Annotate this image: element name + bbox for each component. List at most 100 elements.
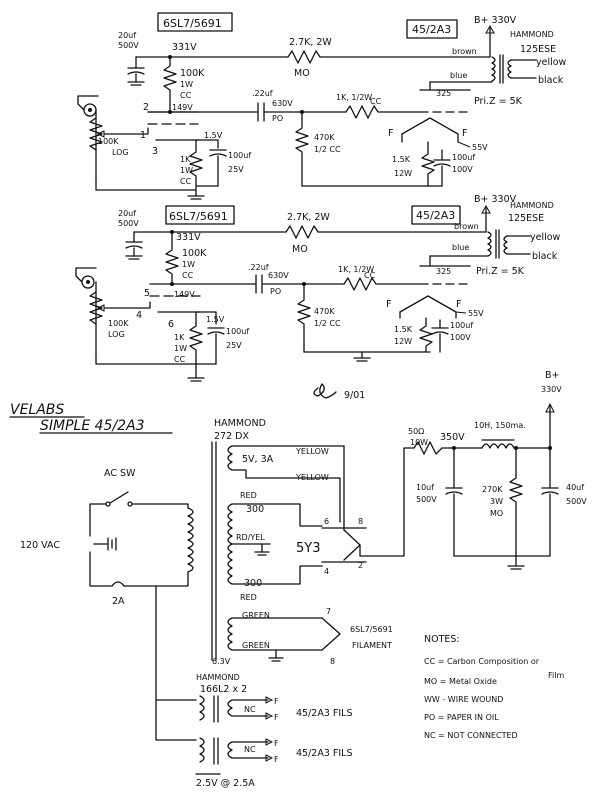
stage1-cathode-capacitor	[209, 149, 227, 187]
power-63v-winding	[227, 617, 233, 651]
stage2-load-r-type: CC	[182, 271, 194, 280]
fil-xfmr2	[199, 737, 233, 765]
stage1-filament	[401, 117, 459, 143]
stage1-grid-stop: 1K, 1/2W	[336, 93, 372, 102]
fil-xfmr-make: HAMMOND	[196, 673, 240, 682]
notes: NOTES: CC = Carbon Composition or Film M…	[424, 634, 564, 740]
stage2-drop-resistor	[285, 225, 319, 239]
stage1-bias-c-v: 100V	[452, 165, 473, 174]
stage2-bias-r: 1.5K	[394, 325, 413, 334]
power-bplus-v: 330V	[541, 385, 562, 394]
stage1-load-r: 100K	[180, 68, 205, 79]
stage2-pot-type: LOG	[108, 330, 125, 339]
note-ww: WW - WIRE WOUND	[424, 695, 503, 704]
stage1-grid-stop-resistor	[345, 105, 421, 119]
stage2-drop-resistor-label: 2.7K, 2W	[287, 212, 330, 223]
stage1-cathode-c: 100uf	[228, 151, 251, 160]
stage1-plate-supply-voltage: 331V	[172, 42, 197, 53]
fil-pin7: 7	[326, 607, 331, 616]
stage1-load-r-w: 1W	[180, 80, 193, 89]
stage2-cathode-r-w: 1W	[174, 344, 187, 353]
stage1-fil-f2: F	[462, 128, 467, 139]
stage2-grid-stop-type: CC	[364, 271, 376, 280]
power-series-r: 50Ω	[408, 427, 424, 436]
stage1-bias-resistor	[421, 141, 435, 187]
stage1-grid-leak-resistor	[295, 111, 309, 187]
stage2-volume-pot	[89, 291, 103, 325]
stage1-drop-resistor-type: MO	[294, 68, 310, 79]
power-v-350: 350V	[440, 432, 465, 443]
stage2-xfmr-make: HAMMOND	[510, 201, 554, 210]
stage2-pot: 100K	[108, 319, 129, 328]
stage1-fil-f1: F	[388, 128, 393, 139]
stage1-grid-stop-type: CC	[370, 97, 382, 106]
mains-voltage: 120 VAC	[20, 540, 60, 551]
stage2-fil-f2: F	[456, 299, 461, 310]
stage2-bias-resistor	[419, 317, 433, 353]
power-bleeder-r-type: MO	[490, 509, 503, 518]
stage2-tube-label: 6SL7/5691	[169, 210, 228, 223]
stage2-wire-yellow: yellow	[530, 232, 561, 243]
stage2-ground	[353, 351, 371, 362]
stage2-fil-bias-v: 55V	[468, 309, 484, 318]
power-supply: HAMMOND 272 DX AC SW 120 VAC 2A 5V, 3A	[20, 370, 587, 789]
stage2-bias-c-v: 100V	[450, 333, 471, 342]
stage1-coupling-cap: .22uf	[252, 89, 273, 98]
stage2-pin-grid: 4	[136, 310, 142, 321]
signature-date: 9/01	[344, 390, 365, 401]
notes-heading: NOTES:	[424, 634, 460, 645]
stage2-filament	[399, 295, 457, 319]
note-cc-film: Film	[548, 671, 564, 680]
stage2-out-tube-label: 45/2A3	[416, 209, 455, 222]
stage1-wire-black: black	[538, 75, 564, 86]
title-line2: SIMPLE 45/2A3	[40, 418, 145, 434]
stage1-pin-cathode: 3	[152, 146, 158, 157]
stage1-bias-r: 1.5K	[392, 155, 411, 164]
power-5v-winding	[227, 445, 233, 471]
stage2-xfmr-model: 125ESE	[508, 213, 544, 224]
stage2-bias-r-w: 12W	[394, 337, 412, 346]
power-choke-label: 10H, 150ma.	[474, 421, 526, 430]
power-filter-c1: 10uf	[416, 483, 434, 492]
power-wire-redyel: RD/YEL	[236, 533, 265, 542]
stage1-wire-blue: blue	[450, 71, 467, 80]
stage1-xfmr-make: HAMMOND	[510, 30, 554, 39]
fil-xfmr-model: 166L2 x 2	[200, 684, 247, 695]
power-wire-green1: GREEN	[242, 611, 270, 620]
stage2-load-resistor	[165, 231, 179, 285]
power-bleeder-resistor	[509, 447, 523, 557]
stage2-supply-cap-label: 20uf	[118, 209, 136, 218]
fil-f3: F	[274, 739, 279, 748]
stage2-grid-voltage: 325	[436, 267, 451, 276]
rectifier-pin4: 4	[324, 567, 329, 576]
stage2-grid-leak: 470K	[314, 307, 335, 316]
stage2-tube-box	[165, 205, 235, 225]
power-choke	[481, 443, 515, 449]
power-ac-switch-label: AC SW	[104, 468, 136, 479]
power-wire-green2: GREEN	[242, 641, 270, 650]
stage1-coupling-cap-v: 630V	[272, 99, 293, 108]
note-cc: CC = Carbon Composition or	[424, 657, 540, 666]
stage2-cathode-resistor	[189, 311, 203, 373]
stage1-out-tube-label: 45/2A3	[412, 23, 451, 36]
note-mo: MO = Metal Oxide	[424, 677, 497, 686]
power-series-r-w: 10W	[410, 438, 428, 447]
stage2-plate-voltage: 149V	[174, 290, 195, 299]
stage2-load-r-w: 1W	[182, 260, 195, 269]
stage2-cathode-voltage: 1.5V	[206, 315, 225, 324]
fil-fils2: 45/2A3 FILS	[296, 748, 353, 759]
power-bleeder-r: 270K	[482, 485, 503, 494]
rectifier-pin2: 2	[358, 561, 363, 570]
fil-tube: 6SL7/5691	[350, 625, 393, 634]
fil-f2: F	[274, 713, 279, 722]
stage2-cathode-r-type: CC	[174, 355, 186, 364]
fil-pin8: 8	[330, 657, 335, 666]
stage1-pri-z: Pri.Z = 5K	[474, 96, 523, 107]
power-primary-coil	[187, 507, 194, 573]
stage2-bias-c: 100uf	[450, 321, 473, 330]
stage1-cathode-r-w: 1W	[180, 166, 193, 175]
fil-f4: F	[274, 755, 279, 764]
stage2-amplifier: 6SL7/5691 331V 20uf 500V 2.7K, 2W MO 45/…	[75, 194, 561, 382]
note-nc: NC = NOT CONNECTED	[424, 731, 518, 740]
